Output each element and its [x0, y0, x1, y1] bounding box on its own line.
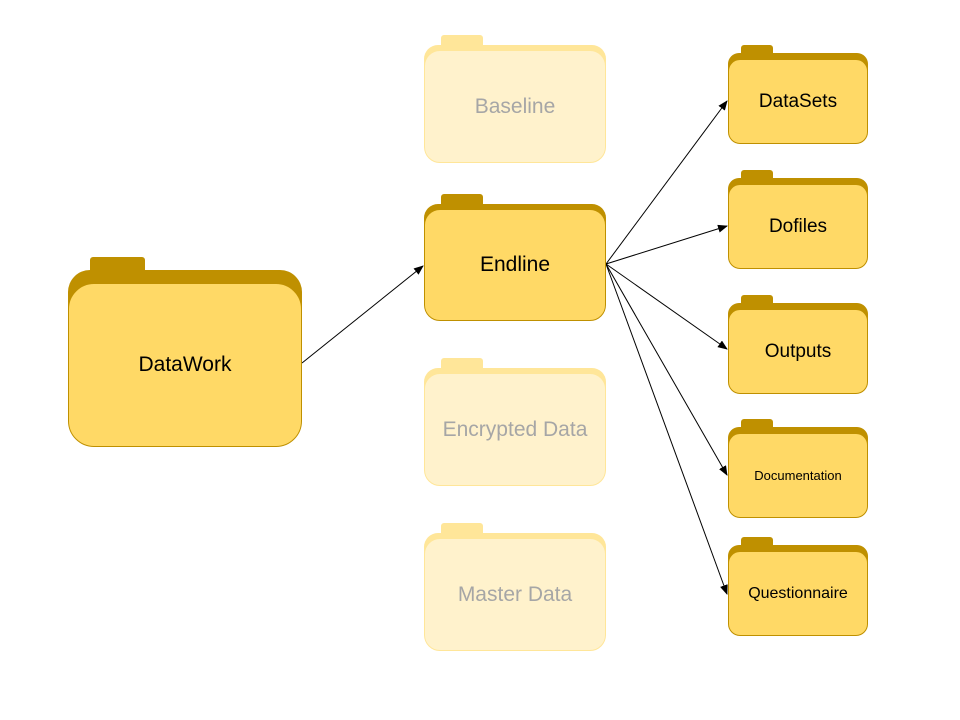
- folder-label-outputs: Outputs: [764, 340, 832, 362]
- folder-front: Outputs: [728, 309, 868, 394]
- folder-tab: [741, 45, 773, 56]
- folder-encrypted-data[interactable]: Encrypted Data: [424, 358, 606, 486]
- folder-questionnaire[interactable]: Questionnaire: [728, 537, 868, 636]
- folder-label-datasets: DataSets: [758, 90, 838, 112]
- folder-label-baseline: Baseline: [474, 94, 556, 118]
- folder-label-questionnaire: Questionnaire: [748, 584, 848, 602]
- folder-datawork[interactable]: DataWork: [68, 257, 302, 447]
- arrow-endline-to-datasets: [605, 100, 728, 265]
- folder-label-endline: Endline: [479, 253, 551, 276]
- folder-label-encrypted-data: Encrypted Data: [442, 417, 588, 441]
- folder-tab: [741, 295, 773, 306]
- folder-dofiles[interactable]: Dofiles: [728, 170, 868, 269]
- folder-tab: [441, 35, 483, 48]
- folder-tab: [741, 537, 773, 548]
- folder-front: Documentation: [728, 433, 868, 518]
- folder-label-master-data: Master Data: [457, 582, 573, 606]
- folder-tab: [441, 523, 483, 536]
- arrow-endline-to-questionnaire: [605, 263, 728, 595]
- folder-endline[interactable]: Endline: [424, 194, 606, 321]
- folder-master-data[interactable]: Master Data: [424, 523, 606, 651]
- folder-tab: [441, 358, 483, 371]
- folder-front: Baseline: [424, 50, 606, 163]
- folder-label-documentation: Documentation: [754, 468, 842, 483]
- folder-front: DataWork: [68, 283, 302, 447]
- folder-front: Questionnaire: [728, 551, 868, 636]
- folder-tab: [90, 257, 145, 273]
- folder-front: Master Data: [424, 538, 606, 651]
- folder-outputs[interactable]: Outputs: [728, 295, 868, 394]
- arrow-endline-to-dofiles: [605, 224, 728, 265]
- folder-documentation[interactable]: Documentation: [728, 419, 868, 518]
- folder-label-datawork: DataWork: [138, 353, 232, 376]
- folder-label-dofiles: Dofiles: [768, 215, 828, 237]
- folder-front: Endline: [424, 209, 606, 321]
- folder-tab: [741, 419, 773, 430]
- folder-front: DataSets: [728, 59, 868, 144]
- folder-front: Dofiles: [728, 184, 868, 269]
- folder-front: Encrypted Data: [424, 373, 606, 486]
- arrow-endline-to-documentation: [605, 263, 728, 476]
- folder-baseline[interactable]: Baseline: [424, 35, 606, 163]
- folder-tab: [441, 194, 483, 207]
- folder-tab: [741, 170, 773, 181]
- folder-datasets[interactable]: DataSets: [728, 45, 868, 144]
- arrow-datawork-to-endline: [301, 265, 424, 364]
- arrow-endline-to-outputs: [605, 263, 728, 350]
